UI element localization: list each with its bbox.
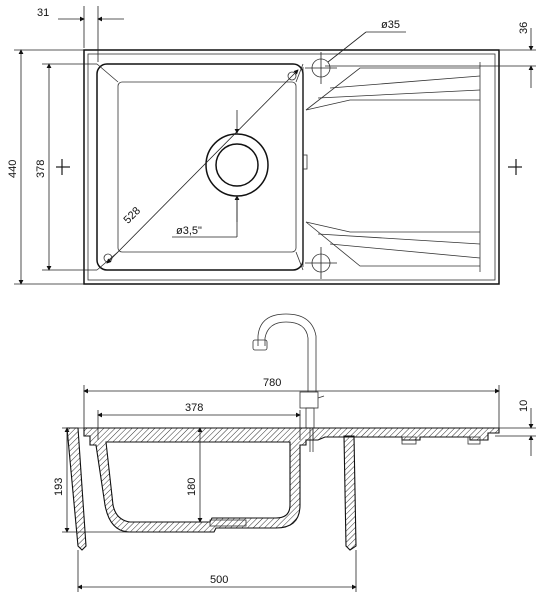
waste-diameter-label: ø3,5" [176, 225, 202, 237]
bowl-depth-label: 378 [35, 160, 47, 178]
waste-outlet-inner [215, 143, 259, 187]
top-offset-label: 36 [518, 22, 530, 34]
cabinet-wall-right [343, 435, 357, 551]
diagonal-dim-line [106, 69, 299, 264]
bowl-outline [96, 63, 304, 271]
cabinet-width-label: 500 [210, 574, 228, 586]
diagonal-dim-label: 528 [122, 205, 143, 226]
bowl-height-label: 180 [186, 478, 198, 496]
overall-depth-label: 440 [7, 160, 19, 178]
sink-inner-rim [87, 53, 496, 281]
sink-outer-outline [83, 49, 500, 285]
width-offset-label: 31 [37, 7, 49, 19]
sink-section-body [83, 427, 500, 533]
cabinet-height-label: 193 [53, 478, 65, 496]
tap-hole-diameter-label: ø35 [381, 19, 400, 31]
drainer-area [302, 62, 481, 272]
bowl-width-label: 378 [185, 402, 203, 414]
bowl-inner-outline [117, 81, 297, 253]
top-view: 528 ø3,5" ø35 [7, 6, 536, 285]
section-marker-left [56, 159, 70, 175]
total-width-label: 780 [263, 377, 281, 389]
side-view: 780 378 10 193 180 500 [53, 313, 536, 592]
section-marker-right [508, 159, 522, 175]
rim-thickness-label: 10 [518, 400, 530, 412]
